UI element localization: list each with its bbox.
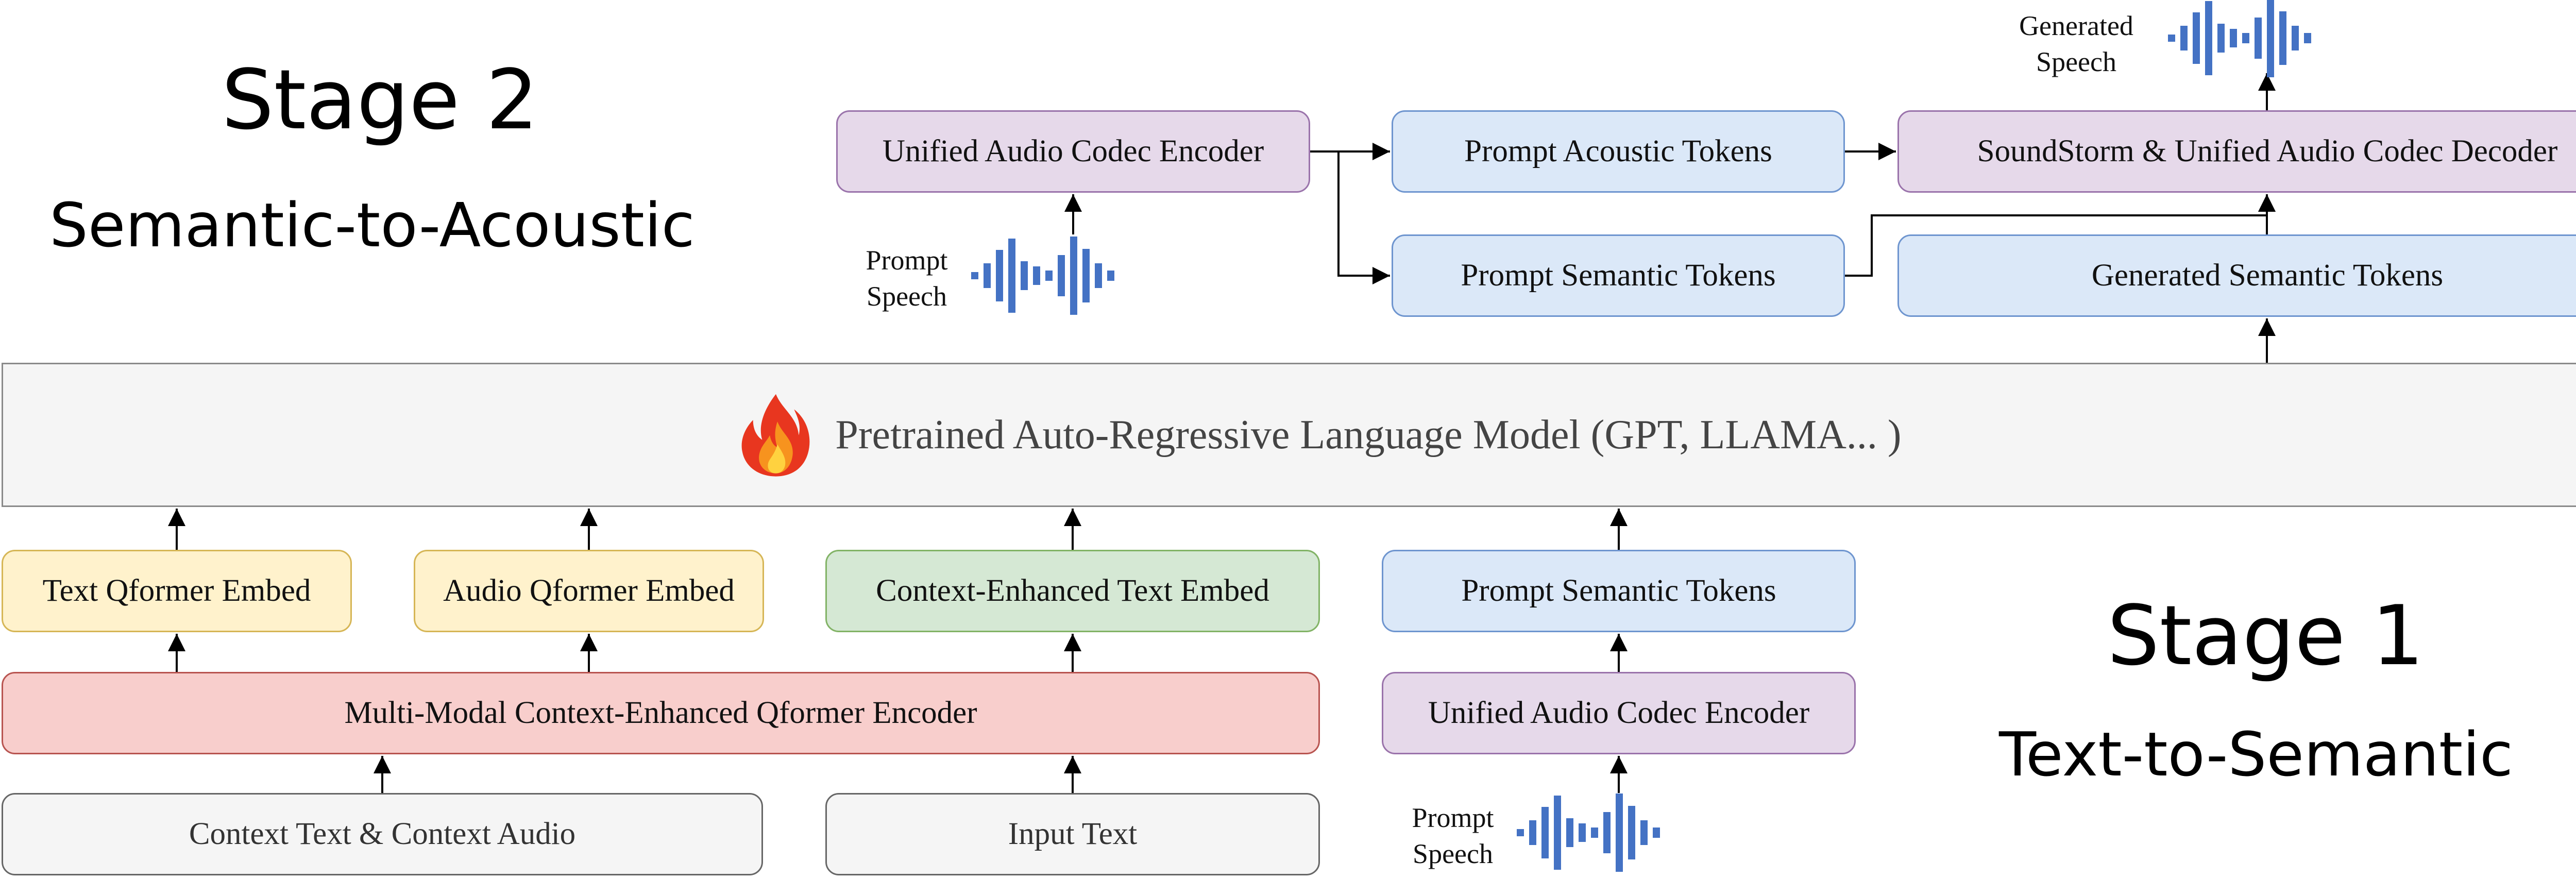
stage2-subtitle: Semantic-to-Acoustic	[49, 190, 695, 261]
context-input-box: Context Text & Context Audio	[2, 793, 763, 875]
top-prompt-waveform-icon	[971, 237, 1114, 315]
top-codec-encoder-box: Unified Audio Codec Encoder	[836, 110, 1310, 193]
stage1-title: Stage 1	[2107, 587, 2424, 684]
top-prompt-semantic-tokens-box: Prompt Semantic Tokens	[1392, 234, 1845, 317]
soundstorm-decoder-box: SoundStorm & Unified Audio Codec Decoder	[1897, 110, 2576, 193]
text-qformer-embed-box: Text Qformer Embed	[2, 550, 352, 632]
qformer-encoder-box: Multi-Modal Context-Enhanced Qformer Enc…	[2, 672, 1320, 754]
input-text-box: Input Text	[825, 793, 1320, 875]
generated-speech-waveform-icon	[2168, 0, 2311, 77]
generated-semantic-tokens-box: Generated Semantic Tokens	[1897, 234, 2576, 317]
language-model-box: Pretrained Auto-Regressive Language Mode…	[2, 363, 2576, 507]
fire-icon	[742, 394, 810, 477]
context-enhanced-text-embed-box: Context-Enhanced Text Embed	[825, 550, 1320, 632]
bottom-prompt-semantic-tokens-box: Prompt Semantic Tokens	[1382, 550, 1856, 632]
bottom-prompt-waveform-icon	[1517, 793, 1660, 872]
arrow-semantic-to-decoder	[1845, 194, 2276, 277]
audio-qformer-embed-box: Audio Qformer Embed	[414, 550, 764, 632]
prompt-acoustic-tokens-box: Prompt Acoustic Tokens	[1392, 110, 1845, 193]
stage2-title: Stage 2	[222, 52, 538, 148]
arrow-encoder-to-semantic	[1337, 151, 1390, 284]
bottom-codec-encoder-box: Unified Audio Codec Encoder	[1382, 672, 1856, 754]
language-model-label: Pretrained Auto-Regressive Language Mode…	[835, 412, 1902, 458]
stage1-subtitle: Text-to-Semantic	[1999, 719, 2513, 790]
